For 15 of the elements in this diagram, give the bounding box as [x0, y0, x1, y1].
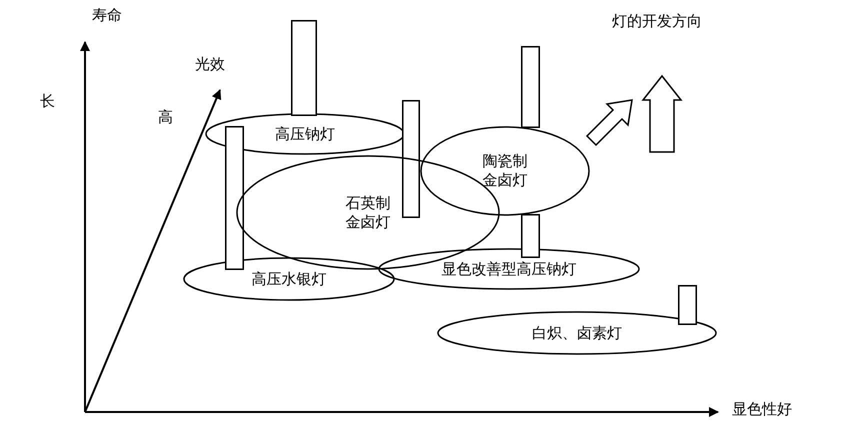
ellipse-node: 白炽、卤素灯 [437, 311, 717, 355]
bar [678, 285, 697, 325]
bar [225, 126, 244, 270]
ellipse-node: 显色改善型高压钠灯 [378, 248, 640, 290]
heading: 灯的开发方向 [612, 12, 702, 31]
axis-title: 显色性好 [732, 400, 792, 419]
axis-value: 高 [158, 108, 173, 127]
ellipse-node: 高压水银灯 [183, 257, 395, 301]
ellipse-node: 高压钠灯 [205, 113, 405, 155]
bar [402, 100, 420, 218]
ellipse-node: 陶瓷制金卤灯 [420, 126, 590, 216]
axis-value: 长 [40, 92, 55, 111]
axis-title: 寿命 [92, 6, 122, 25]
bar [291, 20, 317, 116]
axis-title: 光效 [195, 55, 225, 74]
